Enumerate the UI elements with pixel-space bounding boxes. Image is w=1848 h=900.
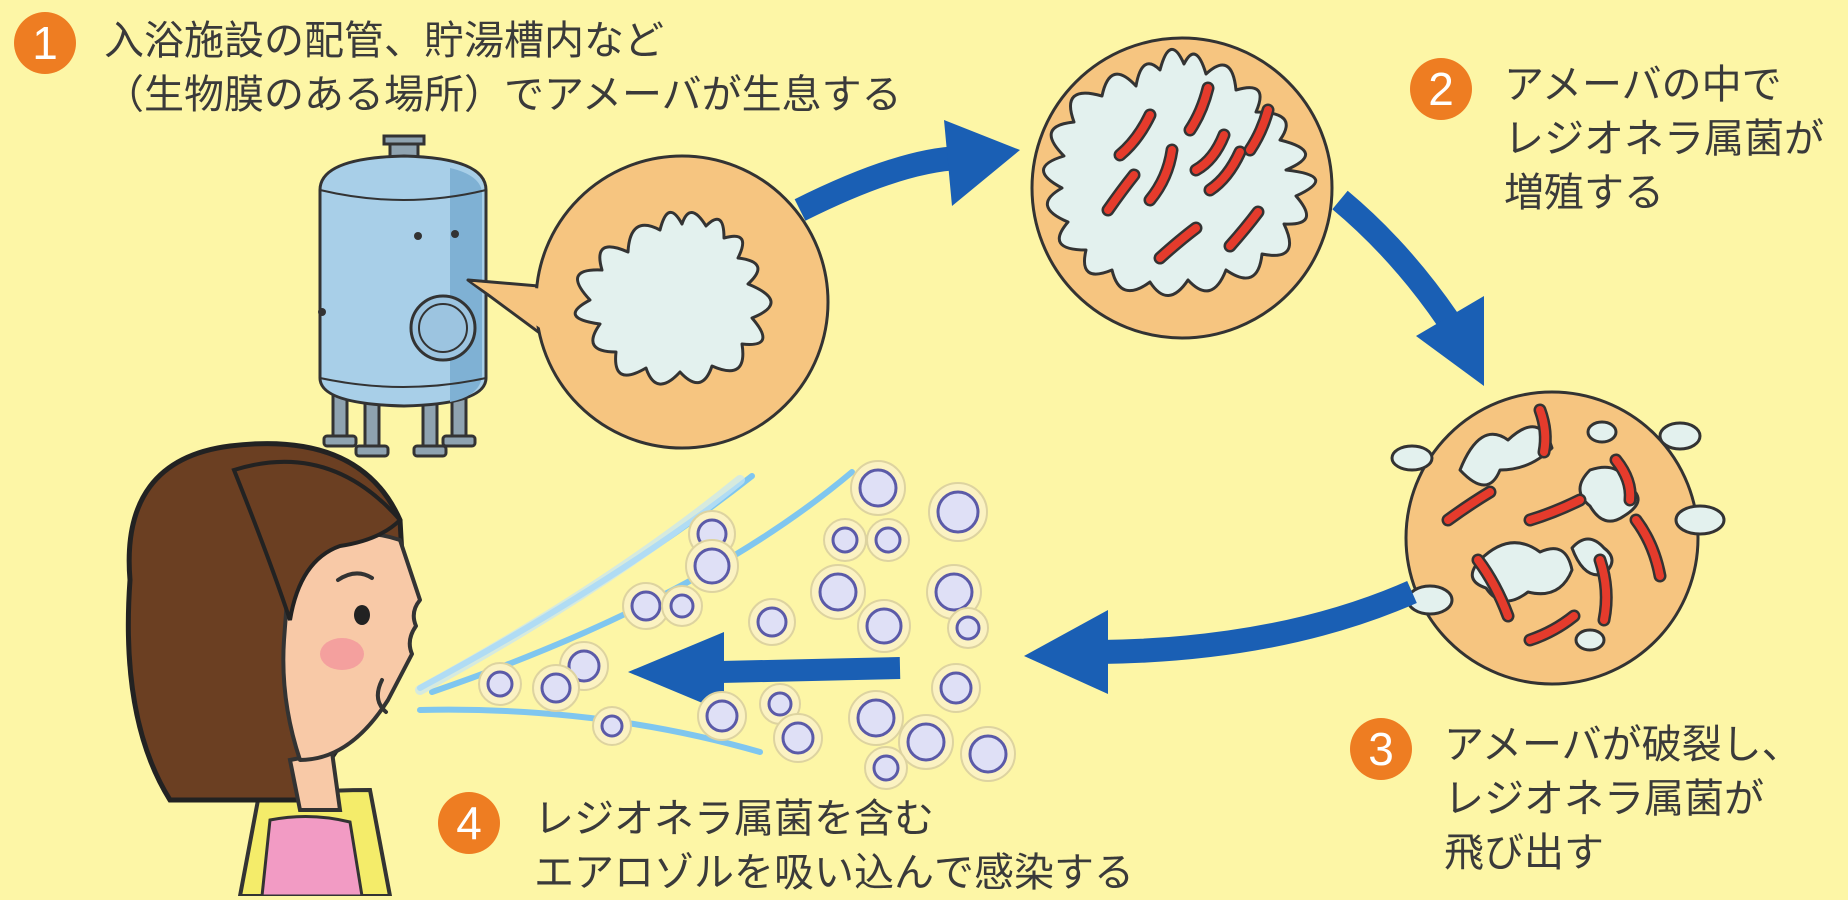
arrow-2-to-3 <box>1332 190 1458 327</box>
step-1-line-1: 入浴施設の配管、貯湯槽内など <box>104 18 664 64</box>
step-3-line-2: レジオネラ属菌が <box>1444 776 1764 822</box>
droplet <box>856 698 896 738</box>
step-2: 2 アメーバの中で レジオネラ属菌が 増殖する <box>1410 58 1824 220</box>
arrow-1-to-2 <box>794 146 961 221</box>
droplet <box>872 754 900 782</box>
droplet <box>567 649 601 683</box>
droplet <box>630 590 662 622</box>
step-1-badge: 1 <box>14 12 76 74</box>
droplet <box>540 672 572 704</box>
aerosol-spray <box>415 460 1016 790</box>
amoeba-shape <box>573 211 773 386</box>
droplet <box>874 526 902 554</box>
droplet <box>818 572 858 612</box>
droplet <box>968 734 1008 774</box>
droplet <box>906 722 946 762</box>
step-2-line-3: 増殖する <box>1504 170 1664 216</box>
step-4-line-1: レジオネラ属菌を含む <box>534 796 934 842</box>
droplet <box>756 606 788 638</box>
arrow-spray-to-person <box>719 657 901 683</box>
step-2-text: アメーバの中で レジオネラ属菌が 増殖する <box>1504 58 1824 220</box>
step-3-badge: 3 <box>1350 718 1412 780</box>
droplet <box>486 670 514 698</box>
storage-tank-icon <box>318 134 488 458</box>
infected-amoeba-circle <box>1030 36 1334 340</box>
droplet <box>934 572 974 612</box>
step-1-line-2: （生物膜のある場所）でアメーバが生息する <box>104 72 902 118</box>
step-1-text: 入浴施設の配管、貯湯槽内など （生物膜のある場所）でアメーバが生息する <box>104 14 902 122</box>
step-2-line-2: レジオネラ属菌が <box>1504 116 1824 162</box>
step-3-text: アメーバが破裂し、 レジオネラ属菌が 飛び出す <box>1444 718 1802 880</box>
cycle-arrows <box>628 120 1484 712</box>
droplet <box>693 547 731 585</box>
ruptured-amoeba-circle <box>1390 390 1726 686</box>
droplet <box>858 468 898 508</box>
step-2-line-1: アメーバの中で <box>1504 62 1782 108</box>
droplet <box>767 691 793 717</box>
person-icon <box>125 441 422 896</box>
step-2-badge: 2 <box>1410 58 1472 120</box>
step-4-text: レジオネラ属菌を含む エアロゾルを吸い込んで感染する <box>534 792 1134 900</box>
step-3-line-3: 飛び出す <box>1444 830 1604 876</box>
step-1: 1 入浴施設の配管、貯湯槽内など （生物膜のある場所）でアメーバが生息する <box>14 12 902 122</box>
droplet <box>781 721 815 755</box>
droplet <box>865 607 903 645</box>
droplet <box>831 526 859 554</box>
step-4-line-2: エアロゾルを吸い込んで感染する <box>534 850 1134 896</box>
step-3: 3 アメーバが破裂し、 レジオネラ属菌が 飛び出す <box>1350 718 1802 880</box>
droplet <box>669 593 695 619</box>
step-4: 4 レジオネラ属菌を含む エアロゾルを吸い込んで感染する <box>438 792 1134 900</box>
amoeba-circle <box>466 154 830 450</box>
step-3-line-1: アメーバが破裂し、 <box>1444 722 1802 768</box>
droplet <box>936 490 980 534</box>
droplet <box>939 671 973 705</box>
droplet <box>955 615 981 641</box>
droplet <box>705 699 739 733</box>
arrow-3-to-spray <box>1099 581 1417 664</box>
droplet <box>600 714 624 738</box>
step-4-badge: 4 <box>438 792 500 854</box>
aerosol-droplets <box>478 460 1016 790</box>
